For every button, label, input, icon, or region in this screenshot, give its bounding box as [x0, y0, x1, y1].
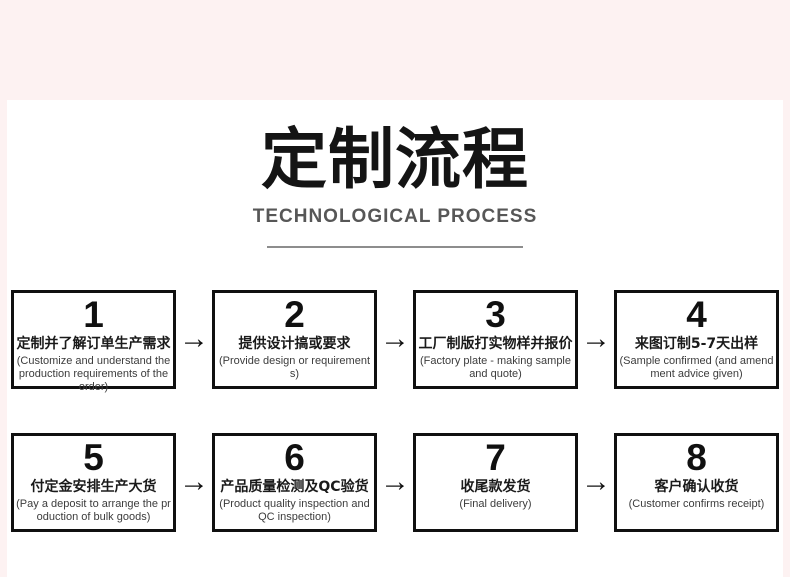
- step-title-zh: 提供设计搞或要求: [238, 335, 351, 352]
- arrow-right-icon: →: [581, 322, 611, 356]
- content-panel: 定制流程 TECHNOLOGICAL PROCESS 1 定制并了解订单生产需求…: [7, 100, 783, 577]
- step-number: 3: [485, 293, 506, 335]
- arrow-right-icon: →: [380, 465, 410, 499]
- step-desc-en: (Sample confirmed (and amendment advice …: [619, 354, 774, 381]
- step-box-1: 1 定制并了解订单生产需求 (Customize and understand …: [11, 289, 176, 393]
- step-title-zh: 定制并了解订单生产需求: [16, 335, 171, 352]
- step-box-3: 3 工厂制版打实物样并报价 (Factory plate - making sa…: [413, 289, 578, 389]
- step-title-zh: 来图订制5-7天出样: [634, 335, 759, 352]
- step-desc-en: (Factory plate - making sample and quote…: [420, 354, 571, 381]
- step-title-zh: 工厂制版打实物样并报价: [418, 335, 573, 352]
- step-box-2: 2 提供设计搞或要求 (Provide design or requiremen…: [212, 289, 377, 389]
- step-desc-en: (Final delivery): [459, 497, 532, 510]
- step-box-6: 6 产品质量检测及QC验货 (Product quality inspectio…: [212, 432, 377, 532]
- step-number: 2: [284, 293, 305, 335]
- step-box-7: 7 收尾款发货 (Final delivery): [413, 432, 578, 532]
- step-number: 4: [686, 293, 707, 335]
- step-number: 5: [83, 436, 104, 478]
- process-row-1: 1 定制并了解订单生产需求 (Customize and understand …: [11, 289, 779, 393]
- arrow-right-icon: →: [179, 322, 209, 356]
- arrow-right-icon: →: [179, 465, 209, 499]
- step-number: 6: [284, 436, 305, 478]
- arrow-right-icon: →: [380, 322, 410, 356]
- step-title-zh: 客户确认收货: [654, 478, 739, 495]
- step-desc-en: (Pay a deposit to arrange the production…: [16, 497, 171, 524]
- process-row-2: 5 付定金安排生产大货 (Pay a deposit to arrange th…: [11, 432, 779, 532]
- page-title: 定制流程: [261, 121, 529, 198]
- page-subtitle: TECHNOLOGICAL PROCESS: [252, 205, 538, 227]
- step-desc-en: (Customer confirms receipt): [628, 497, 765, 510]
- step-number: 8: [686, 436, 707, 478]
- step-title-zh: 产品质量检测及QC验货: [220, 478, 369, 495]
- step-title-zh: 付定金安排生产大货: [30, 478, 157, 495]
- arrow-right-icon: →: [581, 465, 611, 499]
- step-box-4: 4 来图订制5-7天出样 (Sample confirmed (and amen…: [614, 289, 779, 389]
- step-desc-en: (Customize and understand the production…: [16, 354, 171, 394]
- step-title-zh: 收尾款发货: [460, 478, 531, 495]
- step-box-5: 5 付定金安排生产大货 (Pay a deposit to arrange th…: [11, 432, 176, 532]
- step-number: 1: [83, 293, 104, 335]
- step-desc-en: (Provide design or requirements): [218, 354, 371, 381]
- step-box-8: 8 客户确认收货 (Customer confirms receipt): [614, 432, 779, 532]
- step-number: 7: [485, 436, 506, 478]
- step-desc-en: (Product quality inspection and QC inspe…: [219, 497, 370, 524]
- title-divider: [267, 245, 523, 248]
